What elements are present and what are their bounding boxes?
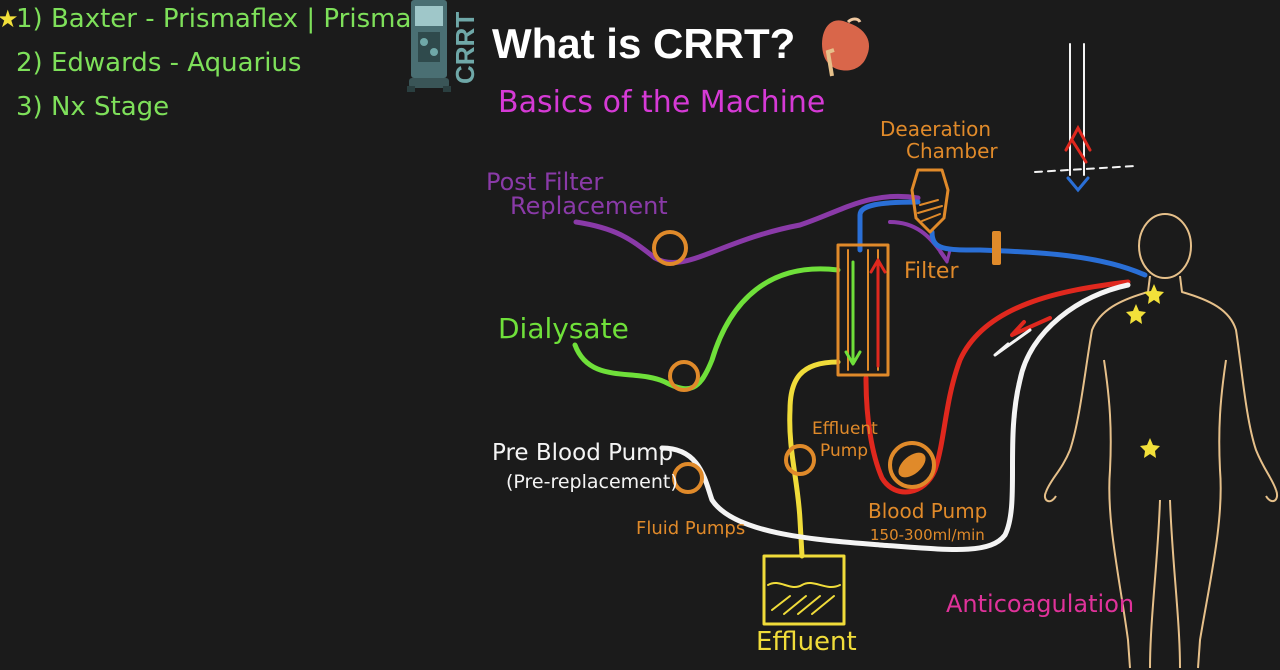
post-filter-to-filter [888, 220, 947, 260]
pre-blood-pump-label-1: Pre Blood Pump [492, 440, 673, 466]
fluid-pumps-label: Fluid Pumps [636, 518, 745, 539]
machine-list: ★ 1) Baxter - Prismaflex | Prismax 2) Ed… [0, 4, 427, 122]
logo-text: CRRT [450, 12, 480, 84]
machine-item-3: 3) Nx Stage [16, 92, 169, 122]
star-icon: ★ [0, 5, 19, 33]
machine-item-1: 1) Baxter - Prismaflex | Prismax [16, 4, 427, 34]
star-icon [1144, 284, 1164, 304]
machine-item-2: 2) Edwards - Aquarius [16, 48, 301, 78]
effluent-pump-label-2: Pump [820, 441, 868, 461]
blood-access-line [863, 279, 1131, 495]
page-subtitle: Basics of the Machine [498, 85, 825, 120]
blue-return-line [857, 199, 1148, 278]
header: CRRT What is CRRT? Basics of the Machine [407, 0, 870, 120]
human-body-outline [1044, 213, 1278, 669]
body-stars [1126, 284, 1164, 458]
star-icon [1126, 304, 1146, 324]
blood-pump [888, 441, 936, 489]
star-icon [1140, 438, 1160, 458]
deaeration-label-2: Chamber [906, 139, 998, 163]
effluent-pump [784, 444, 816, 476]
pre-blood-pump [672, 462, 704, 494]
crrt-machine-icon [407, 0, 451, 92]
blood-pump-label-2: 150-300ml/min [870, 526, 985, 544]
post-filter-pump [652, 230, 688, 266]
dialysate-label: Dialysate [498, 312, 629, 345]
effluent-pump-label-1: Effluent [812, 419, 878, 439]
filter-label: Filter [904, 259, 959, 284]
effluent-line [787, 359, 841, 559]
pre-blood-pump-label-2: (Pre-replacement) [506, 471, 678, 493]
circuit [572, 168, 1148, 626]
post-filter-line [573, 193, 921, 265]
blood-pump-label-1: Blood Pump [868, 499, 987, 523]
diagram-labels: Deaeration Chamber Post Filter Replaceme… [486, 117, 1134, 657]
kidney-icon [822, 17, 870, 77]
air-detector-clamp [992, 231, 1001, 265]
deaeration-chamber [910, 168, 950, 234]
post-filter-label-1: Post Filter [486, 168, 603, 196]
hemofilter [836, 243, 890, 377]
effluent-label: Effluent [756, 627, 857, 657]
anticoagulation-label: Anticoagulation [946, 590, 1134, 618]
deaeration-label-1: Deaeration [880, 117, 991, 141]
pre-blood-pump-line [659, 282, 1131, 552]
page-title: What is CRRT? [492, 20, 795, 67]
effluent-bag [762, 554, 846, 626]
dialysate-pump [668, 360, 700, 392]
post-filter-label-2: Replacement [510, 192, 668, 220]
catheter-sketch [1034, 43, 1136, 193]
